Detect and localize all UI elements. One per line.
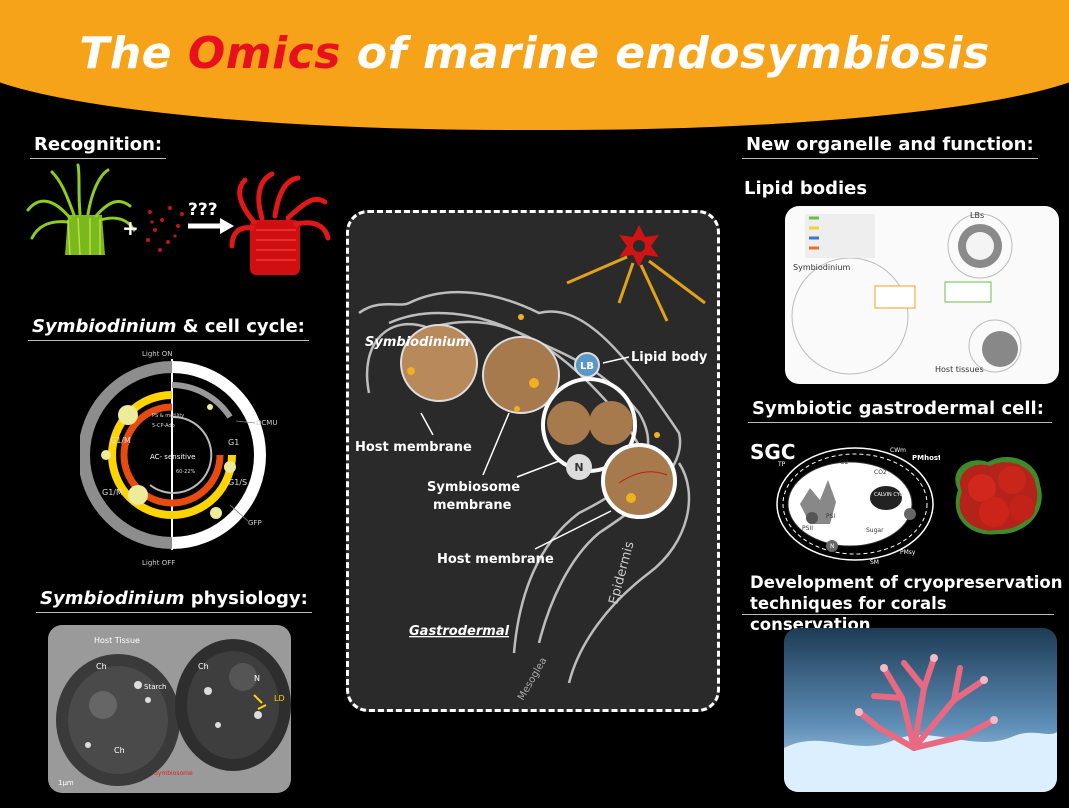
symbiodinium-cell-3 (601, 443, 677, 519)
svg-text:Ch: Ch (198, 662, 209, 671)
sgc-diagram: TP O2 CO2 PSI PSII CALVIN CYCLE Sugar N … (776, 447, 940, 566)
light-on-label: Light ON (142, 350, 172, 358)
sgc-heading: Symbiotic gastrodermal cell: (748, 398, 1052, 423)
symbiodinium-cell-1 (400, 324, 478, 402)
physiology-heading: Symbiodinium physiology: (36, 588, 312, 613)
svg-text:Mesoglea: Mesoglea (516, 656, 549, 703)
svg-text:CWm: CWm (890, 447, 906, 454)
svg-text:Host Tissue: Host Tissue (94, 636, 140, 645)
recognition-figure: + ??? (26, 163, 331, 275)
svg-text:Sugar: Sugar (866, 527, 884, 534)
svg-text:PMhost: PMhost (912, 454, 940, 462)
symbiont-dots (146, 206, 184, 252)
svg-text:Gastrodermal: Gastrodermal (409, 624, 510, 639)
svg-text:Epidermis: Epidermis (606, 540, 637, 606)
svg-text:Host tissues: Host tissues (935, 365, 984, 374)
cryo-underline (742, 614, 1054, 615)
svg-text:N: N (830, 543, 835, 550)
title-suffix: of marine endosymbiosis (340, 28, 990, 79)
cell-cycle-diagram: Light ON Light OFF G1/M G1/M G1 G1/S AC-… (80, 350, 277, 567)
plus-sign: + (122, 216, 139, 240)
svg-text:GFP: GFP (248, 519, 262, 527)
svg-text:O2: O2 (840, 459, 849, 466)
svg-text:G1/M: G1/M (102, 488, 123, 497)
sun-icon (566, 225, 706, 322)
svg-text:Host membrane: Host membrane (437, 552, 554, 567)
nucleus-icon (566, 454, 592, 480)
em-micrograph-image: Host Tissue Ch Ch Ch Starch N LD Symbios… (48, 625, 291, 793)
cryo-line-2: techniques for corals conservation (750, 594, 947, 634)
svg-text:TP: TP (777, 461, 786, 468)
cell-cycle-heading: Symbiodinium & cell cycle: (28, 316, 309, 341)
svg-text:DCMU: DCMU (256, 419, 277, 427)
svg-text:Starch: Starch (144, 683, 167, 691)
title-prefix: The (79, 28, 188, 79)
svg-text:Symbiodinium: Symbiodinium (365, 335, 469, 350)
svg-text:N: N (574, 461, 583, 474)
arrow-right-icon (220, 218, 234, 234)
organelle-heading: New organelle and function: (742, 134, 1038, 159)
svg-text:LBs: LBs (970, 211, 984, 220)
svg-text:Lipid body: Lipid body (631, 350, 708, 365)
question-marks: ??? (188, 200, 218, 220)
svg-text:PSI: PSI (826, 513, 835, 520)
green-anemone-image (26, 163, 136, 256)
svg-text:PSII: PSII (802, 525, 813, 532)
sgc-fluorescence-image (955, 456, 1042, 535)
page-title: The Omics of marine endosymbiosis (0, 28, 1069, 79)
title-banner (0, 0, 1069, 130)
svg-text:G1: G1 (228, 438, 239, 447)
svg-text:60-22%: 60-22% (176, 469, 196, 475)
svg-text:membrane: membrane (433, 498, 512, 513)
svg-text:Symbiodinium: Symbiodinium (793, 263, 850, 272)
symbiodinium-cell-2 (482, 336, 560, 414)
cryo-heading: Development of cryopreservation techniqu… (750, 572, 1069, 635)
svg-text:LB: LB (580, 361, 594, 372)
sgc-label: SGC (750, 440, 796, 464)
light-off-label: Light OFF (142, 559, 175, 567)
svg-text:Host membrane: Host membrane (355, 440, 472, 455)
lipid-body-icon (574, 352, 600, 378)
cryo-line-1: Development of cryopreservation (750, 573, 1063, 592)
svg-text:PS & motility: PS & motility (152, 413, 184, 419)
svg-text:CO2: CO2 (874, 469, 887, 476)
svg-text:N: N (254, 674, 260, 683)
endosymbiosis-diagram: LB N Symbiodinium Lipid body Host membra… (355, 225, 708, 703)
svg-text:Ch: Ch (96, 662, 107, 671)
svg-text:5-CP-Ado: 5-CP-Ado (152, 423, 175, 429)
red-anemone-image (229, 171, 331, 275)
svg-text:PMsy: PMsy (900, 549, 916, 556)
recognition-heading: Recognition: (30, 134, 167, 159)
svg-text:SM: SM (870, 559, 879, 566)
lipid-metabolism-diagram: LBs Symbiodinium Host tissues (785, 206, 1059, 384)
svg-text:CALVIN CYCLE: CALVIN CYCLE (874, 492, 909, 498)
svg-text:LD: LD (274, 694, 285, 703)
title-accent: Omics (187, 28, 341, 79)
svg-text:AC- sensitive: AC- sensitive (150, 453, 195, 461)
svg-text:Symbiosome: Symbiosome (154, 770, 193, 777)
svg-text:G1/M: G1/M (110, 436, 131, 445)
svg-text:1µm: 1µm (58, 779, 74, 787)
svg-text:G1/S: G1/S (228, 478, 247, 487)
cryo-coral-image (784, 628, 1057, 792)
svg-text:Symbiosome: Symbiosome (427, 480, 520, 495)
svg-text:Ch: Ch (114, 746, 125, 755)
lipid-bodies-heading: Lipid bodies (744, 178, 868, 199)
